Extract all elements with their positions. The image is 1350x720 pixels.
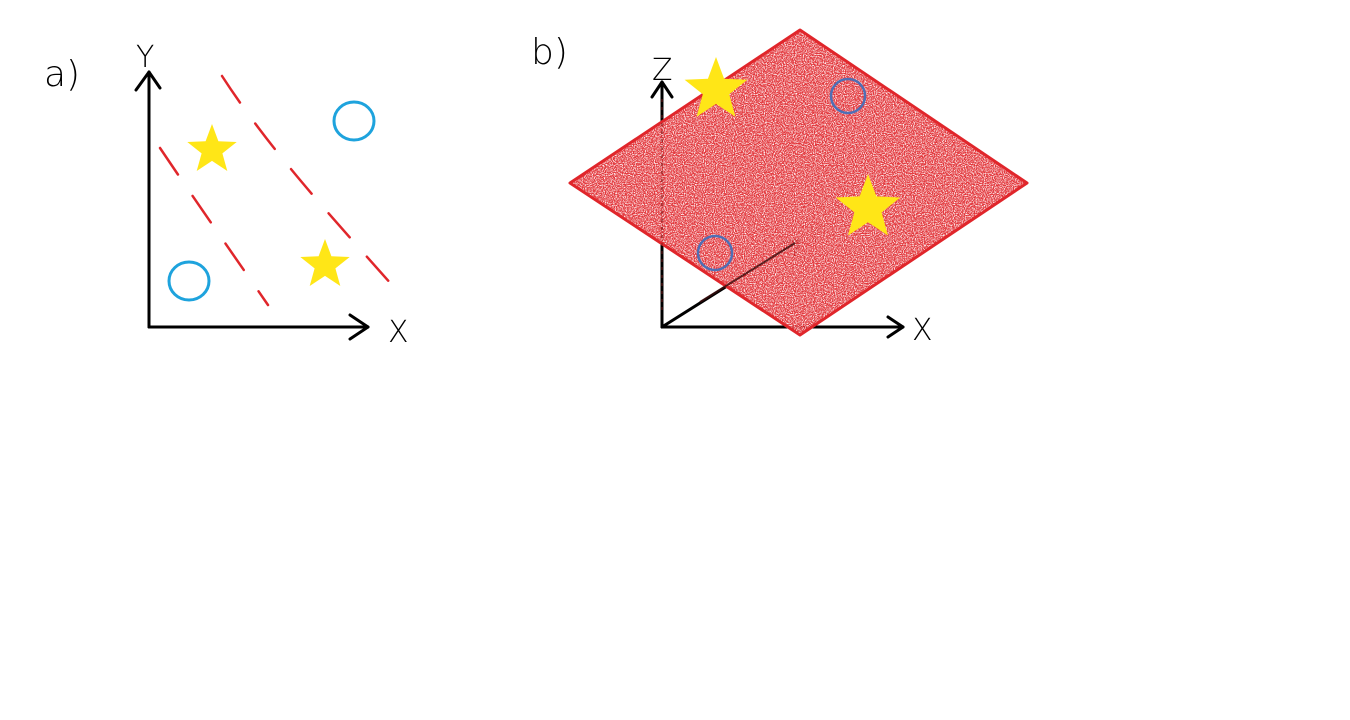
panel-a-axes: Y X xyxy=(134,40,409,350)
panel-a-star-2-icon xyxy=(300,239,350,286)
panel-a-points xyxy=(167,100,376,302)
panel-a-star-1-icon xyxy=(187,124,237,171)
panel-b-z-label: Z xyxy=(652,53,673,88)
panel-b-circle-1-icon xyxy=(829,77,867,115)
panel-a-boundary-1 xyxy=(158,146,270,307)
panel-a-y-label: Y xyxy=(136,40,154,75)
panel-b-y-axis-through-plane xyxy=(699,242,796,303)
panel-b-star-2-icon xyxy=(835,174,901,236)
panel-b-label: b) xyxy=(531,32,568,73)
panel-b-x-label: X xyxy=(912,313,933,348)
panel-a-boundaries xyxy=(158,74,394,307)
panel-b-z-arrowhead xyxy=(650,80,674,99)
panel-b-x-arrowhead xyxy=(886,315,905,339)
panel-b-points xyxy=(684,57,901,272)
panel-b: b) Z X Y xyxy=(531,28,1029,348)
panel-b-circle-2-icon xyxy=(696,234,734,272)
panel-a-label: a) xyxy=(44,54,80,95)
panel-a-y-arrowhead xyxy=(134,70,162,92)
panel-a-circle-2-icon xyxy=(167,260,211,302)
panel-b-plane-texture xyxy=(570,30,1027,335)
panel-b-plane xyxy=(568,28,1029,337)
panel-a-x-arrowhead xyxy=(348,313,370,341)
panel-b-star-1-icon xyxy=(684,57,748,117)
panel-a-circle-1-icon xyxy=(332,100,376,142)
panel-a-x-label: X xyxy=(388,315,409,350)
panel-a: a) Y X xyxy=(44,40,409,350)
panel-a-boundary-2 xyxy=(220,74,394,287)
